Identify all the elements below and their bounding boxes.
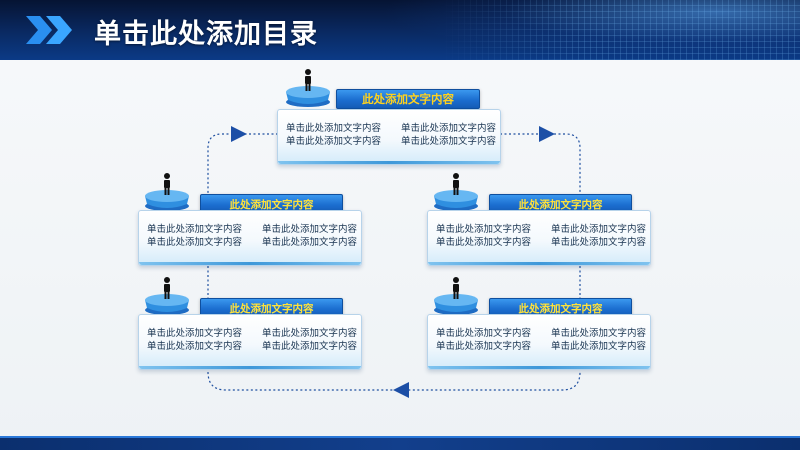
node-text: 单击此处添加文字内容	[436, 224, 532, 235]
node-label: 此处添加文字内容	[336, 89, 480, 109]
header-band: 单击此处添加目录	[0, 0, 800, 60]
person-podium	[432, 172, 480, 212]
node-text: 单击此处添加文字内容	[286, 123, 382, 134]
person-podium	[284, 68, 332, 108]
node-text: 单击此处添加文字内容	[147, 328, 243, 339]
node-card: 单击此处添加文字内容单击此处添加文字内容 单击此处添加文字内容单击此处添加文字内…	[138, 314, 362, 370]
node-text: 单击此处添加文字内容	[286, 136, 382, 147]
person-podium	[432, 276, 480, 316]
node-text: 单击此处添加文字内容	[147, 224, 243, 235]
node-text: 单击此处添加文字内容	[436, 328, 532, 339]
node-text: 单击此处添加文字内容	[436, 237, 532, 248]
node-text: 单击此处添加文字内容	[147, 237, 243, 248]
person-icon	[434, 173, 478, 211]
node-text: 单击此处添加文字内容	[261, 341, 357, 352]
node-text: 单击此处添加文字内容	[261, 237, 357, 248]
footer-band	[0, 436, 800, 450]
person-icon	[145, 277, 189, 315]
node-text: 单击此处添加文字内容	[400, 123, 496, 134]
node-card: 单击此处添加文字内容单击此处添加文字内容 单击此处添加文字内容单击此处添加文字内…	[427, 210, 651, 266]
person-podium	[143, 172, 191, 212]
node-text: 单击此处添加文字内容	[550, 237, 646, 248]
header-city-grid	[440, 0, 800, 60]
node-label: 此处添加文字内容	[489, 194, 632, 214]
triangle-arrow-icon	[231, 126, 247, 142]
page-title: 单击此处添加目录	[94, 19, 318, 50]
person-icon	[286, 69, 330, 107]
node-text: 单击此处添加文字内容	[550, 341, 646, 352]
connector-top-left	[207, 133, 278, 196]
node-text: 单击此处添加文字内容	[261, 328, 357, 339]
node-card: 单击此处添加文字内容单击此处添加文字内容 单击此处添加文字内容单击此处添加文字内…	[138, 210, 362, 266]
person-podium	[143, 276, 191, 316]
triangle-arrow-icon	[539, 126, 555, 142]
person-icon	[145, 173, 189, 211]
chevron-right-icon	[26, 16, 72, 44]
person-icon	[434, 277, 478, 315]
node-text: 单击此处添加文字内容	[400, 136, 496, 147]
node-card: 单击此处添加文字内容单击此处添加文字内容 单击此处添加文字内容单击此处添加文字内…	[277, 109, 501, 165]
node-card: 单击此处添加文字内容单击此处添加文字内容 单击此处添加文字内容单击此处添加文字内…	[427, 314, 651, 370]
node-text: 单击此处添加文字内容	[261, 224, 357, 235]
connector-bottom	[207, 371, 581, 391]
connector-top-right	[500, 133, 581, 196]
node-text: 单击此处添加文字内容	[147, 341, 243, 352]
header-glow	[380, 0, 800, 60]
triangle-arrow-icon	[393, 382, 409, 398]
node-text: 单击此处添加文字内容	[550, 328, 646, 339]
node-text: 单击此处添加文字内容	[436, 341, 532, 352]
node-text: 单击此处添加文字内容	[550, 224, 646, 235]
